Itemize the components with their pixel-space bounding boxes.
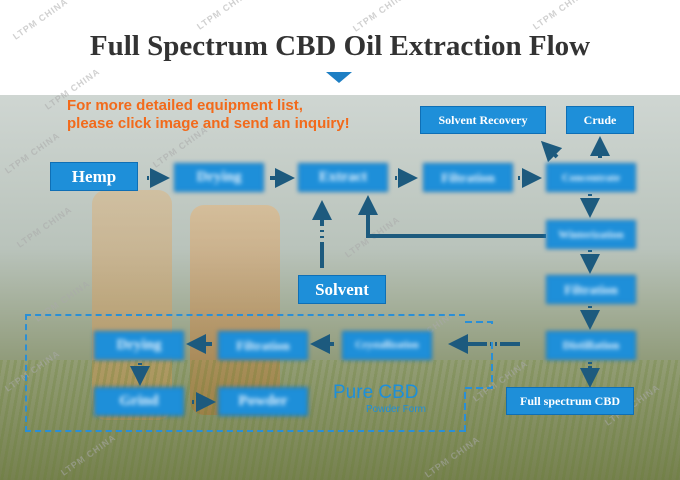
node-full-spectrum-cbd[interactable]: Full spectrum CBD	[506, 387, 634, 415]
node-distillation[interactable]: Distillation	[546, 331, 636, 360]
bottle-image-right	[190, 205, 280, 415]
inquiry-note-line-2: please click image and send an inquiry!	[67, 115, 350, 132]
pure-cbd-label: Pure CBD	[333, 382, 419, 403]
pure-cbd-sublabel: Powder Form	[366, 404, 427, 415]
grass-image	[0, 360, 680, 480]
title-caret-icon	[326, 72, 352, 83]
node-hemp[interactable]: Hemp	[50, 162, 138, 191]
node-filtration-3[interactable]: Filtration	[218, 331, 308, 360]
page-title: Full Spectrum CBD Oil Extraction Flow	[89, 30, 591, 62]
node-filtration-2[interactable]: Filtration	[546, 275, 636, 304]
node-crude[interactable]: Crude	[566, 106, 634, 134]
node-winterization[interactable]: Winterization	[546, 220, 636, 249]
node-grind[interactable]: Grind	[94, 387, 184, 416]
node-powder[interactable]: Powder	[218, 387, 308, 416]
inquiry-note-line-1: For more detailed equipment list,	[67, 97, 303, 114]
pure-cbd-region	[25, 314, 465, 432]
arrow-to-solvent-recovery	[540, 140, 563, 163]
node-drying[interactable]: Drying	[174, 163, 264, 192]
inquiry-note[interactable]: For more detailed equipment list, please…	[67, 97, 350, 133]
node-filtration[interactable]: Filtration	[423, 163, 513, 192]
node-drying-2[interactable]: Drying	[94, 331, 184, 360]
node-solvent[interactable]: Solvent	[298, 275, 386, 304]
node-extract[interactable]: Extract	[298, 163, 388, 192]
node-concentrate[interactable]: Concentrate	[546, 163, 636, 192]
node-solvent-recovery[interactable]: Solvent Recovery	[420, 106, 546, 134]
node-crystallization[interactable]: Crystallization	[342, 331, 432, 360]
arrow-winterization-return	[358, 195, 546, 238]
